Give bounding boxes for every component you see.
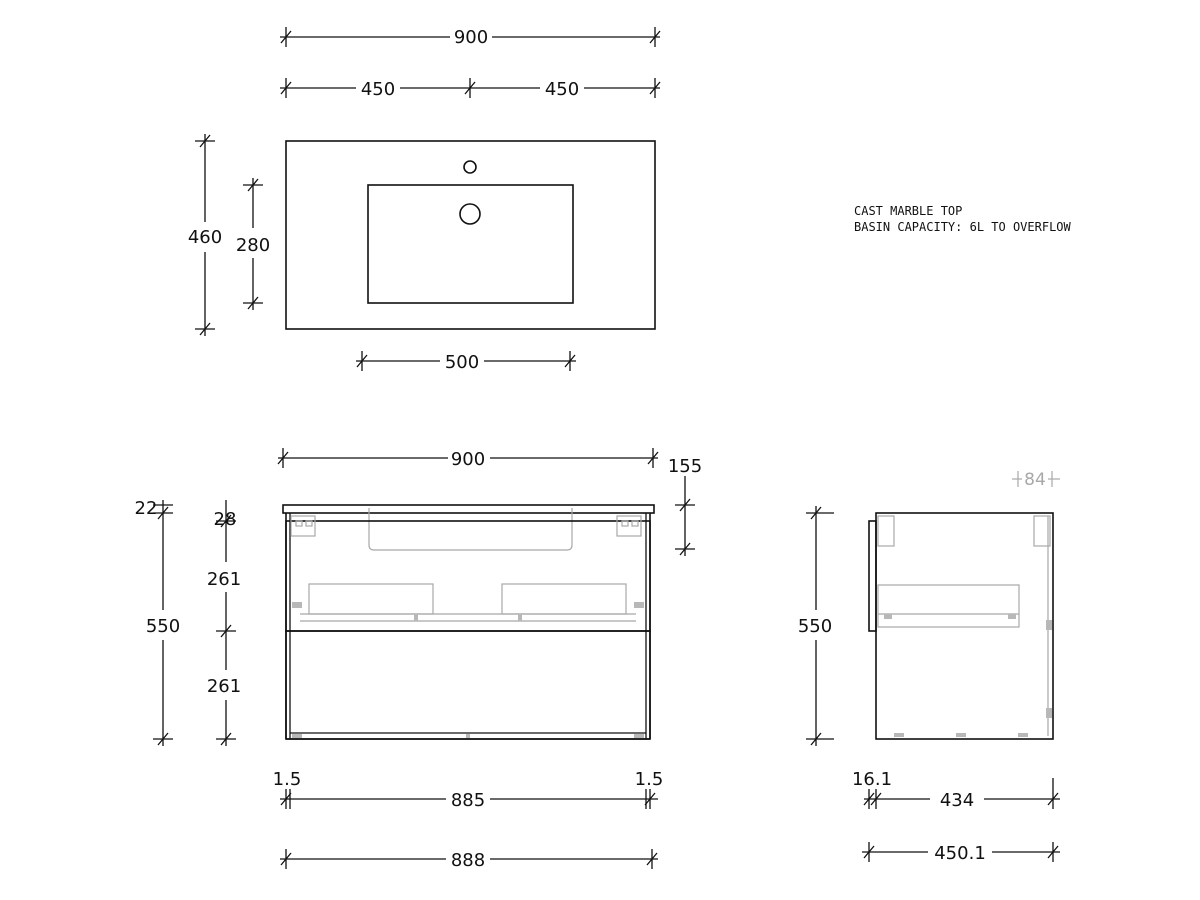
front-top-thickness-label: 155 [668,456,702,477]
front-width-label: 900 [451,449,485,470]
basin-width-dimension: 500 [356,351,576,373]
front-lower-drawer-label: 261 [207,676,241,697]
notes: CAST MARBLE TOP BASIN CAPACITY: 6L TO OV… [854,204,1072,234]
front-top-left-thickness-label: 22 [135,498,158,519]
front-cabinet-width-label: 888 [451,850,485,871]
front-left-gap-label: 1.5 [273,769,302,790]
front-lower-drawer [285,630,651,740]
side-cabinet-depth-label: 434 [940,790,974,811]
plan-half-left-label: 450 [361,79,395,100]
side-overall-depth-label: 450.1 [934,843,986,864]
side-top-overhang-dimension: 84 [1012,470,1060,490]
plan-view: 900 450 450 460 [188,27,661,373]
front-basin-hidden [368,508,573,551]
plan-width-dimension: 900 [280,27,661,48]
basin-depth-label: 280 [236,235,270,256]
marble-top-outline [285,140,656,330]
side-view: 84 550 [798,470,1060,864]
note-material: CAST MARBLE TOP [854,204,962,218]
basin-width-label: 500 [445,352,479,373]
basin-depth-dimension: 280 [236,178,270,310]
front-drawer-dimensions: 28 261 261 [207,500,241,746]
front-hidden-trays [292,583,644,622]
front-marble-top [282,504,655,514]
front-width-dimension: 900 [277,448,659,470]
plan-half-right-label: 450 [545,79,579,100]
side-drawer-front [868,520,877,632]
front-wall-brackets [290,515,642,537]
front-upper-drawer-label: 261 [207,569,241,590]
waste-outlet [459,203,481,225]
side-top-overhang-label: 84 [1024,470,1046,490]
front-right-gap-label: 1.5 [635,769,664,790]
plan-half-dimensions: 450 450 [280,78,661,100]
side-cabinet-outline [875,512,1054,740]
side-hidden-details [877,515,1052,737]
plan-width-label: 900 [454,27,488,48]
front-inner-width-label: 885 [451,790,485,811]
front-height-label: 550 [146,616,180,637]
front-view: 900 [135,448,702,871]
side-front-offset-label: 16.1 [852,769,892,790]
side-height-label: 550 [798,616,832,637]
note-capacity: BASIN CAPACITY: 6L TO OVERFLOW [854,220,1072,234]
plan-depth-label: 460 [188,227,222,248]
plan-depth-dimension: 460 [188,134,222,336]
front-cabinet-width-dimension: 888 [280,849,658,871]
front-top-offset-label: 28 [214,509,237,530]
side-overall-depth-dimension: 450.1 [862,842,1060,864]
side-depth-dimension: 16.1 434 [852,769,1060,811]
basin-outline [367,184,574,304]
front-height-dimension: 550 [146,500,180,746]
front-top-thickness-dimension: 155 [668,456,702,556]
tap-hole [463,160,477,174]
side-height-dimension: 550 [798,506,834,746]
front-inner-width-dimension: 1.5 1.5 885 [273,769,664,811]
